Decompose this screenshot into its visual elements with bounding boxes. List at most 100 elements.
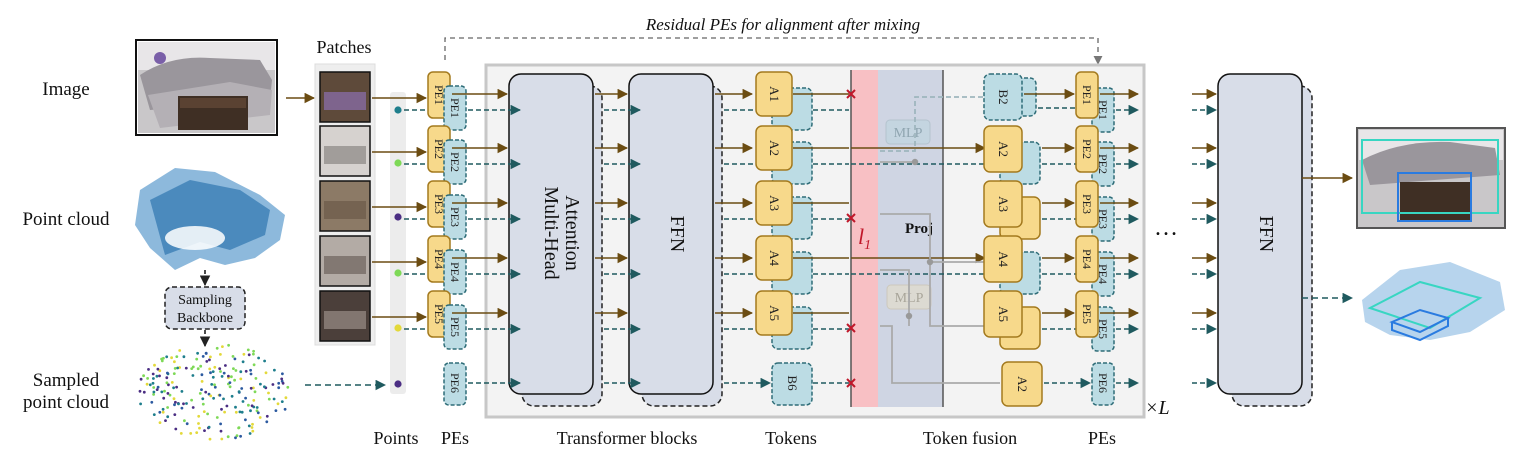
right-pe-token-label-3: PE3 (1080, 194, 1094, 214)
pe-box-label-2: PE2 (448, 152, 462, 172)
sampled-label-line2: point cloud (23, 392, 110, 413)
sampled-point-cloud (138, 343, 290, 441)
fusion-token-4: A4 (983, 235, 1092, 295)
image-label: Image (42, 79, 89, 100)
token-a-4: A4 (755, 235, 793, 281)
token-row-3: A3 (755, 180, 849, 240)
mid-row-5 (452, 307, 772, 335)
drop-cross-4 (846, 378, 856, 388)
drop-cross-2 (846, 213, 856, 223)
pe-box-4: PE4 (443, 249, 467, 295)
fusion-routing (880, 96, 1000, 384)
right-pe-box-label-5: PE5 (1096, 319, 1110, 339)
right-pe-token-label-1: PE1 (1080, 85, 1094, 105)
bottom-transformer-label: Transformer blocks (557, 428, 698, 448)
token-a-5: A5 (755, 290, 793, 336)
pe-box-label-4: PE4 (448, 262, 462, 282)
bottom-tokens-label: Tokens (765, 428, 817, 448)
pe-box-label-1: PE1 (448, 98, 462, 118)
point-cloud-image (135, 168, 285, 270)
right-pe-token-label-4: PE4 (1080, 249, 1094, 269)
patch-5 (319, 290, 371, 342)
fusion-token-2: A2 (983, 125, 1092, 185)
ffn-block: FFN (628, 73, 723, 407)
through-lines (851, 142, 987, 275)
pe-token-label-5: PE5 (432, 304, 446, 324)
mlp-top-label: MLP (894, 126, 923, 141)
residual-label: Residual PEs for alignment after mixing (645, 15, 920, 34)
bottom-fusion-label: Token fusion (923, 428, 1017, 448)
pe-token-label-1: PE1 (432, 85, 446, 105)
ffn-label: FFN (666, 216, 688, 253)
points-panel (390, 92, 406, 394)
l1-band (851, 70, 878, 407)
mha-label-line2: Attention (561, 195, 583, 271)
l1-label: l1 (858, 224, 871, 253)
pe-box-label-3: PE3 (448, 207, 462, 227)
mlp-bottom: MLP (886, 284, 932, 310)
fusion-token-label-5: A5 (996, 306, 1011, 322)
pe-box-5: PE5 (443, 304, 467, 350)
pe-box-1: PE1 (443, 85, 467, 131)
patch-1 (319, 71, 371, 123)
bottom-pes-right-label: PEs (1088, 428, 1116, 448)
fusion-token-bottom-label: A2 (1015, 376, 1030, 392)
token-row-4: A4 (755, 235, 849, 295)
mlp-top: MLP (885, 119, 931, 145)
mid-row-3 (452, 197, 772, 225)
right-pe-box-label-4: PE4 (1096, 264, 1110, 284)
middle-rows (452, 88, 772, 389)
patch-4 (319, 235, 371, 287)
pe-token-label-3: PE3 (432, 194, 446, 214)
right-pe-token-label-2: PE2 (1080, 139, 1094, 159)
drop-cross-3 (846, 323, 856, 333)
input-image (135, 39, 278, 136)
mid-row-2 (452, 142, 772, 170)
patch-2 (319, 125, 371, 177)
token-a-3: A3 (755, 180, 793, 226)
point-cloud-label: Point cloud (22, 209, 110, 230)
ffn-right-label: FFN (1255, 216, 1277, 253)
right-pe-token-label-5: PE5 (1080, 304, 1094, 324)
pe-box-label-6: PE6 (448, 373, 462, 393)
right-input-arrows (1192, 88, 1218, 389)
input-row-6: PE6 (443, 362, 467, 406)
residual-pe-connection (444, 37, 1103, 65)
patches-label: Patches (317, 37, 372, 57)
ellipsis: … (1154, 215, 1178, 241)
point-dot-6 (394, 380, 402, 388)
pe-token-label-4: PE4 (432, 249, 446, 269)
mid-row-4 (452, 252, 772, 280)
output-point-cloud (1362, 262, 1505, 342)
mha-label-line1: Multi-Head (540, 186, 562, 279)
point-dot-2 (394, 159, 402, 167)
repeat-label: ×L (1145, 397, 1170, 419)
fusion-token-b2: B2 (983, 73, 1037, 121)
token-a-label-3: A3 (767, 195, 782, 211)
right-pe-box-label-6: PE6 (1096, 373, 1110, 393)
output-image (1356, 127, 1506, 229)
fusion-token-5: A5 (983, 290, 1092, 350)
pe-box-label-5: PE5 (448, 317, 462, 337)
ffn-right-block: FFN (1217, 73, 1313, 407)
bottom-pes-label: PEs (441, 428, 469, 448)
token-b6: B6 (771, 362, 813, 406)
right-pe-box-label-3: PE3 (1096, 209, 1110, 229)
proj-label: Proj (905, 221, 933, 237)
token-b6-label: B6 (785, 375, 800, 391)
fusion-token-b2-label: B2 (996, 89, 1011, 104)
pe-box-2: PE2 (443, 139, 467, 185)
token-a-1: A1 (755, 71, 793, 117)
point-dot-4 (394, 269, 402, 277)
point-dot-5 (394, 324, 402, 332)
